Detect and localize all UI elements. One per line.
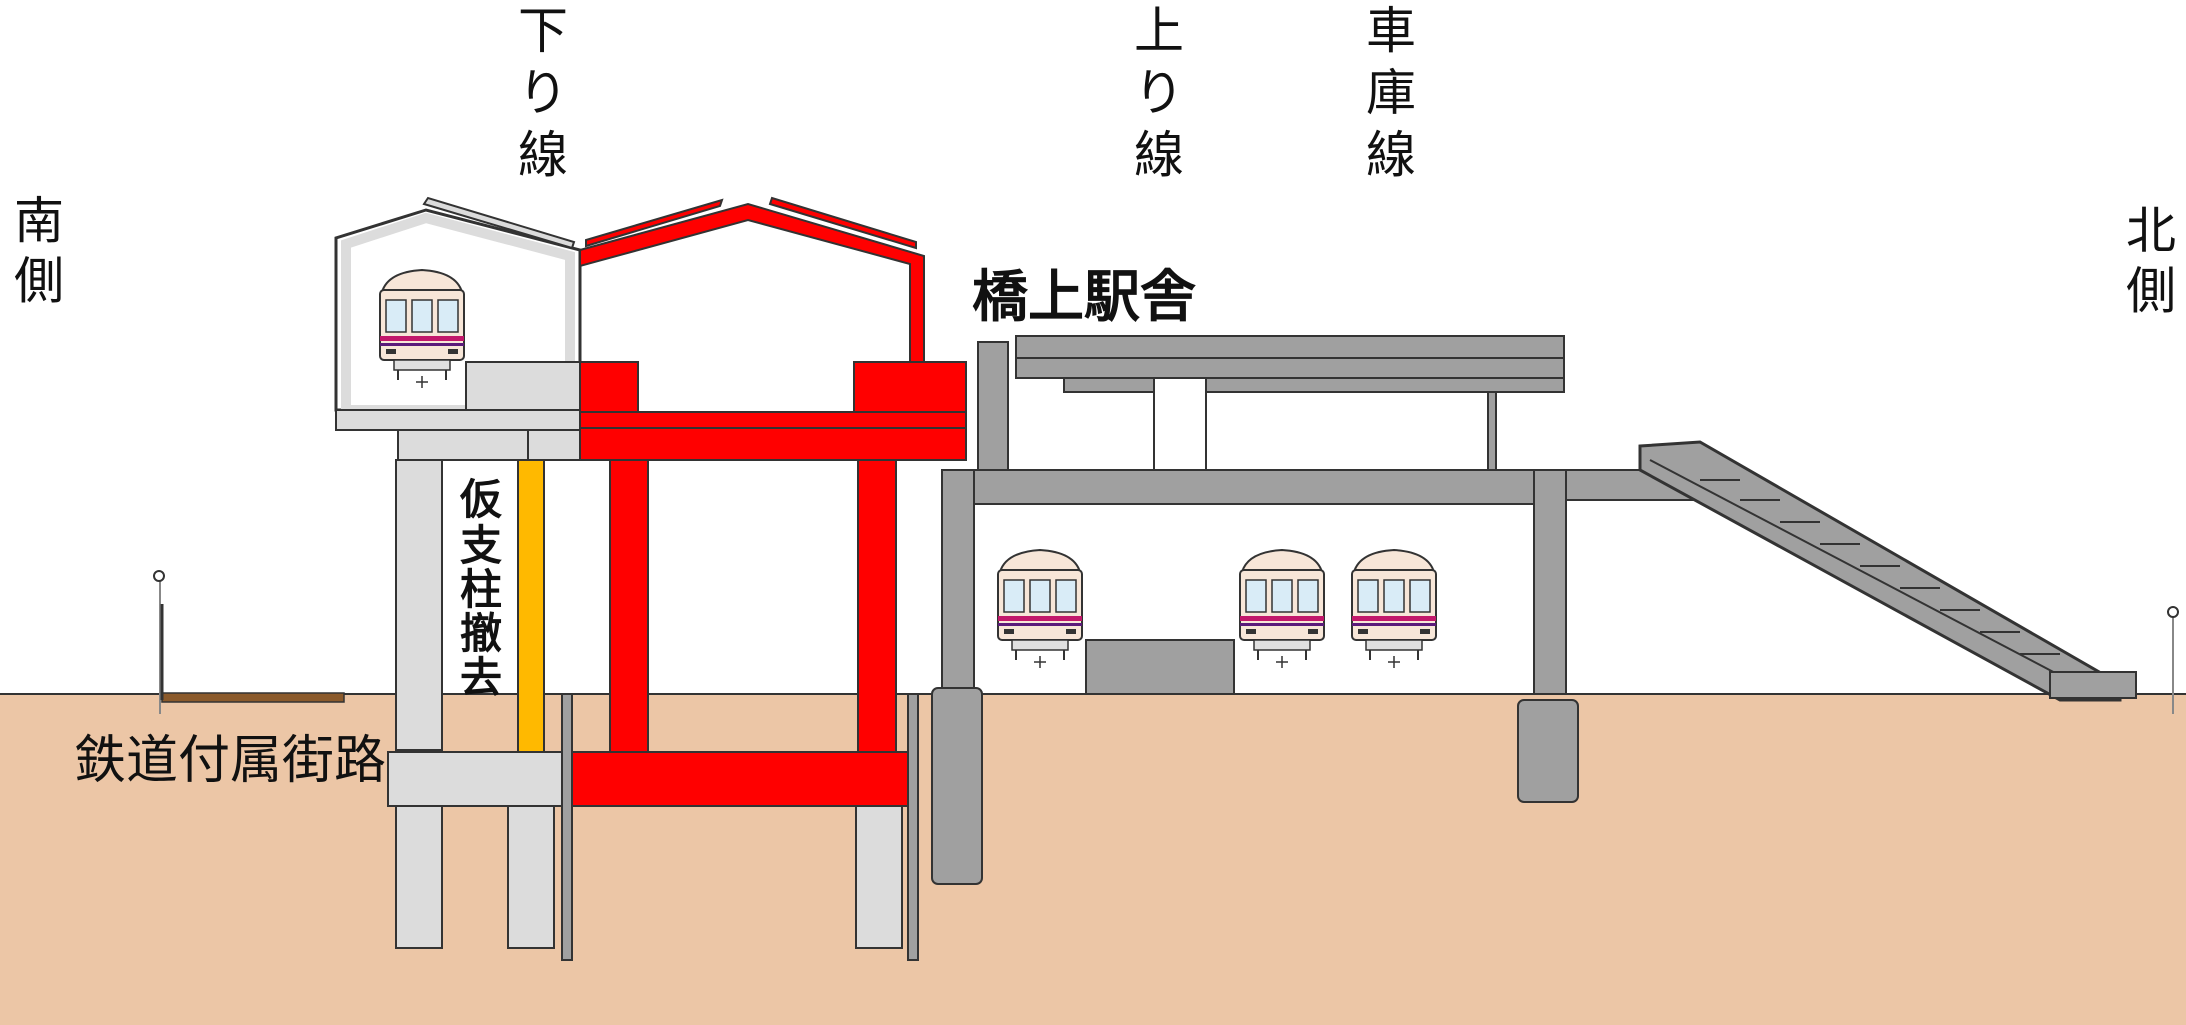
label-south: 南 側 [14,192,80,310]
station-building [931,335,1701,885]
boundary-post-north [2167,606,2179,714]
train-lower-left [997,549,1083,669]
label-up-line: 上 り 線 [1134,2,1200,184]
label-station-building: 橋上駅舎 [972,265,1196,330]
boundary-post-south [153,570,165,714]
label-railway-street: 鉄道付属街路 [74,731,386,791]
railway-street [161,692,345,703]
label-north: 北 側 [2126,202,2186,320]
label-down-line: 下 り 線 [518,2,584,184]
sheet-pile-left [561,693,573,961]
train-depot-line [1351,549,1437,669]
ground [0,693,2186,1025]
temporary-column [517,459,545,753]
stairway [1638,440,2137,702]
label-depot-line: 車 庫 線 [1366,2,1432,184]
train-up-line [1239,549,1325,669]
sheet-pile-right [907,693,919,961]
label-temp-column-removal: 仮 支 柱 撤 去 [459,475,517,702]
new-structure [563,196,967,949]
